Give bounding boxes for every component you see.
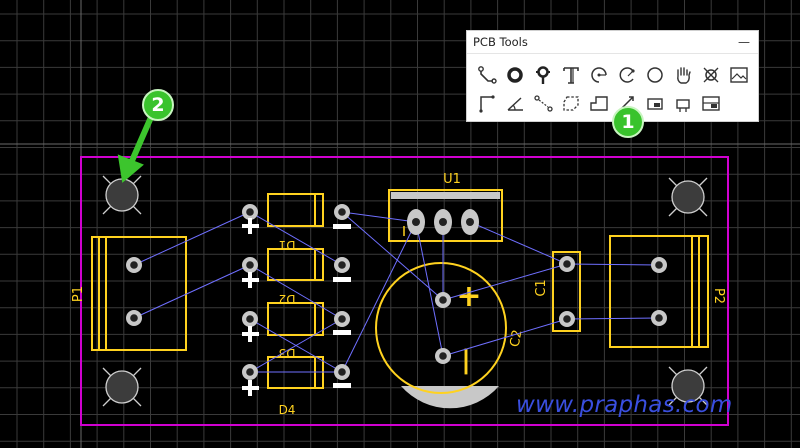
angle-tool-button[interactable]: [501, 89, 529, 117]
text-tool-button[interactable]: [557, 61, 585, 89]
panel-title: PCB Tools: [473, 35, 528, 49]
pin-tool-button[interactable]: [669, 89, 697, 117]
pad-icon: [507, 67, 523, 83]
pad-hole: [130, 314, 138, 322]
annotation-badge-2: 2: [142, 89, 174, 121]
d4-label: D4: [279, 403, 296, 417]
via-icon: [536, 66, 550, 84]
track-tool-button[interactable]: [473, 61, 501, 89]
pcb-tools-panel[interactable]: PCB Tools —: [466, 30, 759, 122]
capacitor-c2[interactable]: [375, 262, 507, 409]
pad-hole: [439, 218, 447, 226]
annotation-arrow-2: [117, 112, 155, 183]
capacitor-c1[interactable]: [552, 251, 581, 332]
mounting-hole-top-left[interactable]: [102, 175, 142, 215]
hole-tool-button[interactable]: [697, 61, 725, 89]
connector-p2[interactable]: [609, 235, 709, 348]
watermark: www.praphas.com: [516, 392, 733, 418]
mounting-hole-bottom-left[interactable]: [102, 367, 142, 407]
copper-area-tool-button[interactable]: [641, 89, 669, 117]
pad-hole: [338, 368, 346, 376]
pad-hole: [466, 218, 474, 226]
hole-icon: [703, 67, 719, 83]
minimize-button[interactable]: —: [738, 35, 750, 49]
pad-hole: [412, 218, 420, 226]
pad-hole: [246, 368, 254, 376]
layout-tool-button[interactable]: [697, 89, 725, 117]
diode-d1[interactable]: [267, 193, 324, 227]
d1-label: D1: [279, 238, 296, 252]
pad-hole: [655, 314, 663, 322]
p2-label: P2: [711, 288, 726, 304]
arc-center-icon: [591, 67, 607, 83]
pad-hole: [338, 315, 346, 323]
text-icon: [563, 67, 579, 84]
via-tool-button[interactable]: [529, 61, 557, 89]
pad-hole: [563, 260, 571, 268]
annotation-badge-1: 1: [612, 106, 644, 138]
arc-edge-tool-button[interactable]: [613, 61, 641, 89]
pad-hole: [338, 208, 346, 216]
connector-p1[interactable]: [91, 236, 187, 351]
hand-icon: [677, 67, 691, 84]
pad-hole: [563, 315, 571, 323]
pin-icon: [676, 99, 690, 112]
polarity-marks: [242, 218, 351, 396]
circle-icon: [647, 67, 663, 83]
pad-tool-button[interactable]: [501, 61, 529, 89]
hand-pan-tool-button[interactable]: [669, 61, 697, 89]
ratsnest-lines: [133, 211, 660, 373]
image-icon: [730, 67, 748, 83]
pad-hole: [246, 315, 254, 323]
pad-hole: [439, 296, 447, 304]
polygon-tool-button[interactable]: [585, 89, 613, 117]
p1-label: P1: [71, 286, 86, 302]
pad-hole: [338, 261, 346, 269]
panel-header[interactable]: PCB Tools —: [467, 31, 758, 54]
c2-plus-mark: +: [456, 279, 481, 314]
circle-tool-button[interactable]: [641, 61, 669, 89]
pad-hole: [130, 261, 138, 269]
pads[interactable]: [126, 204, 667, 380]
region-tool-button[interactable]: [557, 89, 585, 117]
u1-label: U1: [443, 172, 461, 187]
c2-minus-mark: |: [461, 345, 471, 375]
d3-label: D3: [279, 346, 296, 360]
dimension-tool-button[interactable]: [473, 89, 501, 117]
diode-d3[interactable]: [267, 302, 324, 336]
polygon-icon: [590, 96, 608, 111]
connect-tool-button[interactable]: [529, 89, 557, 117]
image-tool-button[interactable]: [725, 61, 753, 89]
diode-d2[interactable]: [267, 248, 324, 281]
pad-hole: [439, 352, 447, 360]
connect-icon: [534, 95, 553, 112]
pad-hole: [246, 208, 254, 216]
arc-center-tool-button[interactable]: [585, 61, 613, 89]
c2-label: C2: [508, 329, 526, 349]
pad-hole: [246, 261, 254, 269]
angle-icon: [507, 97, 523, 111]
c1-label: C1: [534, 279, 549, 296]
dimension-icon: [479, 95, 495, 113]
region-icon: [563, 96, 579, 111]
board-outline[interactable]: [80, 156, 729, 426]
layout-icon: [702, 96, 720, 111]
pad-hole: [655, 261, 663, 269]
tool-grid: [473, 61, 753, 117]
copper-area-icon: [647, 98, 663, 110]
d2-label: D2: [279, 292, 296, 306]
mounting-hole-bottom-right[interactable]: [668, 366, 708, 406]
regulator-u1[interactable]: [388, 189, 503, 242]
arc-edge-icon: [619, 67, 635, 83]
mounting-hole-top-right[interactable]: [668, 177, 708, 217]
track-icon: [478, 66, 497, 84]
